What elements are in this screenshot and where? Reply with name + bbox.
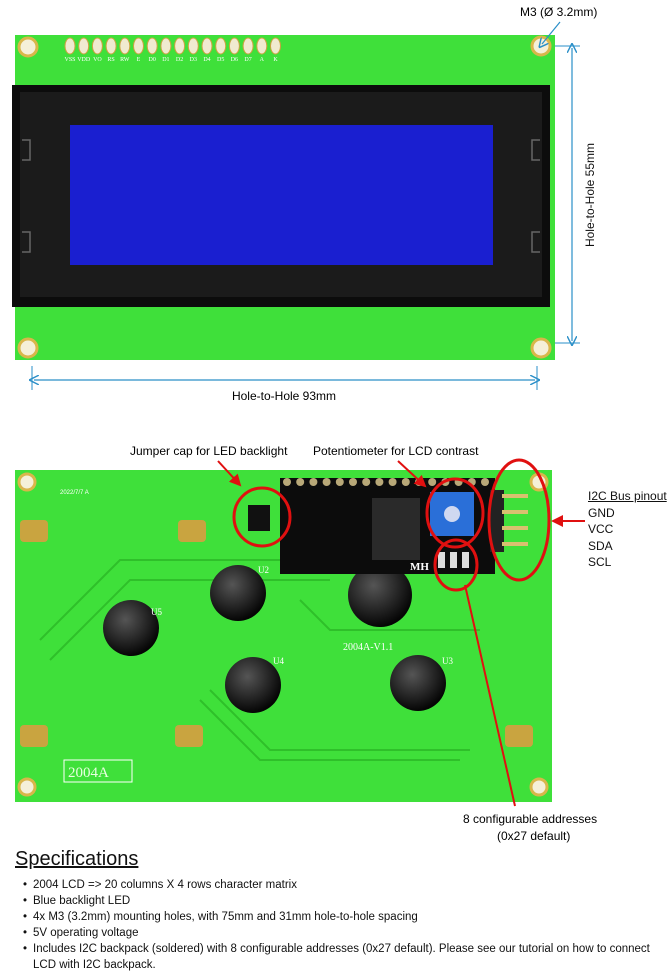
chip-blob bbox=[210, 565, 266, 621]
address-default-label: (0x27 default) bbox=[497, 829, 570, 843]
svg-text:U4: U4 bbox=[273, 656, 284, 666]
svg-text:MH: MH bbox=[410, 561, 429, 573]
backpack-pin bbox=[349, 478, 357, 486]
pin-pad bbox=[228, 37, 240, 55]
backpack-pin bbox=[362, 478, 371, 486]
svg-text:U3: U3 bbox=[442, 656, 453, 666]
pin-pad bbox=[201, 37, 213, 55]
pin-pad bbox=[187, 37, 199, 55]
i2c-header bbox=[490, 490, 504, 552]
pin-label: RS bbox=[107, 57, 114, 63]
address-label: 8 configurable addresses bbox=[463, 812, 597, 826]
pin-label: K bbox=[273, 57, 278, 63]
backpack-pin bbox=[335, 478, 344, 486]
pin-pad bbox=[64, 37, 76, 55]
i2c-chip bbox=[372, 498, 420, 560]
pin-label: RW bbox=[120, 57, 130, 63]
specifications-title: Specifications bbox=[15, 848, 139, 870]
spec-item: Blue backlight LED bbox=[23, 893, 665, 909]
pin-label: D2 bbox=[176, 57, 183, 63]
chip-blob bbox=[390, 655, 446, 711]
mounting-holes bbox=[17, 35, 552, 359]
pin-pad bbox=[160, 37, 172, 55]
pin-pad bbox=[91, 37, 103, 55]
pin-label: D1 bbox=[162, 57, 169, 63]
pin-header bbox=[64, 37, 281, 55]
i2c-pin: SDA bbox=[588, 538, 613, 553]
backpack-pin-header bbox=[283, 478, 489, 486]
i2c-pin: SCL bbox=[588, 555, 612, 569]
spec-item: 2004 LCD => 20 columns X 4 rows characte… bbox=[23, 877, 665, 893]
lcd-back-board: 2022/7/7 A U2 U3 U4 U5 2004A-V1.1 2004A … bbox=[15, 470, 552, 802]
pin-pad bbox=[105, 37, 117, 55]
pin-label: D0 bbox=[149, 57, 156, 63]
lcd-display bbox=[70, 125, 493, 265]
chip-blob bbox=[225, 657, 281, 713]
svg-text:2022/7/7 A: 2022/7/7 A bbox=[60, 490, 89, 496]
i2c-pin: GND bbox=[588, 505, 615, 520]
specifications-list: 2004 LCD => 20 columns X 4 rows characte… bbox=[15, 877, 665, 973]
svg-text:U2: U2 bbox=[258, 565, 269, 575]
backpack-pin bbox=[283, 478, 291, 486]
chip-blob bbox=[103, 600, 159, 656]
pin-label: D5 bbox=[217, 57, 224, 63]
pin-label: D4 bbox=[203, 57, 210, 63]
pin-label: D3 bbox=[190, 57, 197, 63]
jumper-cap bbox=[248, 505, 270, 531]
pin-label: VO bbox=[93, 57, 102, 63]
width-label: Hole-to-Hole 93mm bbox=[232, 389, 336, 403]
backpack-pin bbox=[428, 478, 437, 486]
annotation-circles bbox=[232, 458, 551, 592]
pin-label: D6 bbox=[231, 57, 238, 63]
pin-label: VSS bbox=[64, 57, 75, 63]
pin-label: VDD bbox=[77, 57, 91, 63]
backpack-pin bbox=[296, 478, 305, 486]
pin-label: E bbox=[137, 57, 141, 63]
pin-pad bbox=[174, 37, 186, 55]
spec-item: 4x M3 (3.2mm) mounting holes, with 75mm … bbox=[23, 909, 665, 925]
potentiometer-label: Potentiometer for LCD contrast bbox=[313, 444, 479, 458]
jumper-cap-label: Jumper cap for LED backlight bbox=[130, 444, 288, 458]
pin-pad bbox=[119, 37, 131, 55]
pin-pad bbox=[78, 37, 90, 55]
backpack-pin bbox=[309, 478, 318, 486]
hole-size-label: M3 (Ø 3.2mm) bbox=[520, 5, 597, 19]
pin-pad bbox=[133, 37, 144, 55]
spec-item: Includes I2C backpack (soldered) with 8 … bbox=[23, 941, 665, 973]
pin-label: D7 bbox=[244, 57, 251, 63]
backpack-pin bbox=[322, 478, 331, 486]
backpack-pin bbox=[375, 478, 384, 486]
svg-text:2004A-V1.1: 2004A-V1.1 bbox=[343, 642, 393, 653]
pin-label: A bbox=[260, 57, 265, 63]
backpack-pin bbox=[401, 478, 410, 486]
pin-pad bbox=[242, 37, 254, 55]
pin-pad bbox=[215, 37, 227, 55]
pin-pad bbox=[256, 37, 268, 55]
backpack-pin bbox=[388, 478, 397, 486]
svg-text:2004A: 2004A bbox=[68, 765, 109, 781]
i2c-pinout-title: I2C Bus pinout bbox=[588, 489, 667, 503]
spec-item: 5V operating voltage bbox=[23, 925, 665, 941]
pin-pad bbox=[146, 37, 158, 55]
backpack-pin bbox=[481, 478, 489, 486]
svg-text:U5: U5 bbox=[151, 607, 162, 617]
specifications-section: Specifications 2004 LCD => 20 columns X … bbox=[15, 848, 665, 973]
i2c-pinout: I2C Bus pinout GND VCC SDA SCL bbox=[588, 488, 667, 571]
height-label: Hole-to-Hole 55mm bbox=[583, 142, 597, 248]
chip-blob bbox=[348, 563, 412, 627]
pin-pad bbox=[270, 37, 281, 55]
i2c-pin: VCC bbox=[588, 522, 614, 536]
